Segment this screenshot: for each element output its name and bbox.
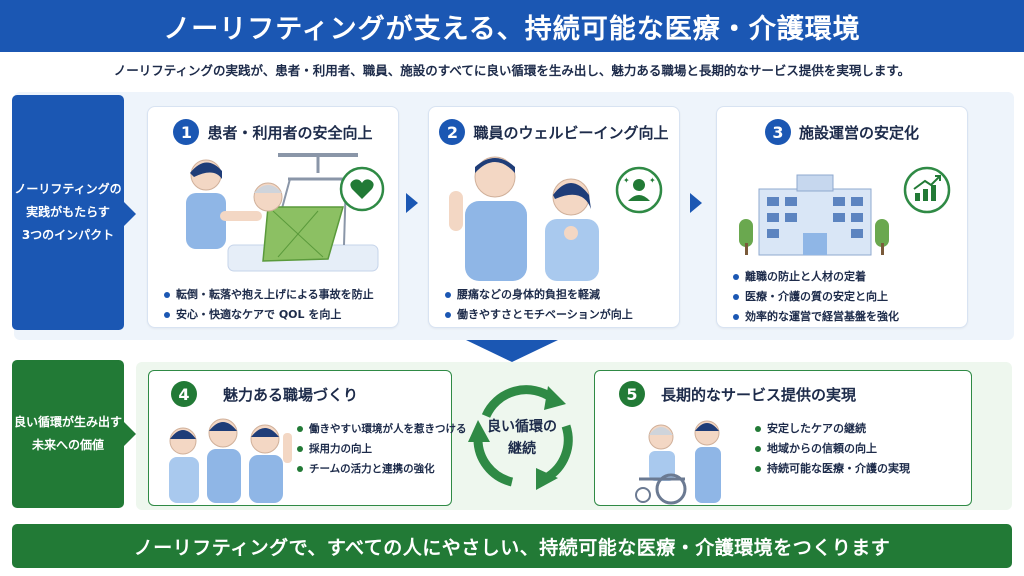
growth-chart-icon (903, 166, 951, 214)
card-bullets: 働きやすい環境が人を惹きつける 採用力の向上 チームの活力と連携の強化 (295, 419, 467, 479)
step-number-badge: 1 (173, 119, 200, 145)
impact-label-line3: 3つのインパクト (21, 227, 115, 242)
step-number-badge: 4 (171, 381, 197, 407)
card-header: 4 魅力ある職場づくり (149, 381, 451, 407)
impact-card-staff-wellbeing: 2 職員のウェルビーイング向上 ✦ ✦ 腰痛などの身体的負担を軽減 働きやすさと… (428, 106, 680, 328)
happy-staff-illustration (449, 156, 599, 281)
page-title: ノーリフティングが支える、持続可能な医療・介護環境 (0, 0, 1024, 52)
card-title: 患者・利用者の安全向上 (207, 123, 373, 142)
staff-team-illustration (169, 418, 292, 503)
impact-label-line2: 実践がもたらす (26, 205, 110, 220)
bullet-item: 地域からの信頼の向上 (753, 439, 910, 459)
bullet-item: 転倒・転落や抱え上げによる事故を防止 (162, 285, 374, 305)
card-title: 施設運営の安定化 (798, 123, 919, 142)
bullet-item: 腰痛などの身体的負担を軽減 (443, 285, 633, 305)
cycle-label-line2: 継続 (508, 441, 536, 457)
impact-label-line1: ノーリフティングの (14, 182, 122, 197)
svg-text:✦: ✦ (623, 176, 630, 185)
heart-icon (339, 166, 385, 212)
bullet-item: 働きやすい環境が人を惹きつける (295, 419, 467, 439)
page-subtitle: ノーリフティングの実践が、患者・利用者、職員、施設のすべてに良い循環を生み出し、… (113, 63, 911, 78)
bullet-item: 安心・快適なケアで QOL を向上 (162, 305, 374, 325)
step-number-badge: 2 (439, 119, 466, 145)
card-bullets: 安定したケアの継続 地域からの信頼の向上 持続可能な医療・介護の実現 (753, 419, 910, 479)
value-card-long-term-service: 5 長期的なサービス提供の実現 安定したケアの継続 地域からの信頼の向上 持続可… (594, 370, 972, 506)
cycle-label-line1: 良い循環の (487, 419, 557, 435)
svg-text:✦: ✦ (649, 176, 656, 185)
value-label: 良い循環が生み出す 未来への価値 (12, 360, 124, 508)
impact-card-patient-safety: 1 患者・利用者の安全向上 転倒・転落や抱え上げによる事故を防止 安心・快適なケ… (147, 106, 399, 328)
value-label-line1: 良い循環が生み出す (13, 415, 122, 430)
footer-message: ノーリフティングで、すべての人にやさしい、持続可能な医療・介護環境をつくります (12, 524, 1012, 568)
arrow-right-icon (406, 193, 418, 213)
impact-label-pointer (124, 202, 136, 226)
bullet-item: 採用力の向上 (295, 439, 467, 459)
cycle-label: 良い循環の 継続 (466, 416, 578, 460)
bullet-item: 働きやすさとモチベーションが向上 (443, 305, 633, 325)
step-number-badge: 5 (619, 381, 645, 407)
card-header: 5 長期的なサービス提供の実現 (595, 381, 971, 407)
patient-lift-illustration (168, 149, 383, 279)
card-bullets: 離職の防止と人材の定着 医療・介護の質の安定と向上 効率的な運営で経営基盤を強化 (731, 267, 899, 327)
card-header: 1 患者・利用者の安全向上 (148, 119, 398, 145)
value-label-pointer (124, 422, 136, 446)
value-card-attractive-workplace: 4 魅力ある職場づくり 働きやすい環境が人を惹きつける 採用力の向上 チームの活… (148, 370, 467, 506)
value-label-line2: 未来への価値 (31, 438, 104, 452)
bullet-item: 医療・介護の質の安定と向上 (731, 287, 899, 307)
card-title: 長期的なサービス提供の実現 (661, 385, 857, 404)
card-title: 職員のウェルビーイング向上 (473, 123, 669, 142)
card-bullets: 腰痛などの身体的負担を軽減 働きやすさとモチベーションが向上 (443, 285, 633, 325)
step-number-badge: 3 (764, 119, 791, 145)
bullet-item: 持続可能な医療・介護の実現 (753, 459, 910, 479)
card-header: 2 職員のウェルビーイング向上 (429, 119, 679, 145)
impact-label: ノーリフティングの 実践がもたらす 3つのインパクト (12, 95, 124, 330)
impact-card-facility-stability: 3 施設運営の安定化 離職の防止と人材の定着 医療・介護の質の安定と向上 効率的… (716, 106, 968, 328)
bullet-item: 安定したケアの継続 (753, 419, 910, 439)
arrow-down-icon (466, 340, 558, 362)
wheelchair-care-illustration (635, 420, 721, 505)
bullet-item: チームの活力と連携の強化 (295, 459, 467, 479)
bullet-item: 効率的な運営で経営基盤を強化 (731, 307, 899, 327)
bullet-item: 離職の防止と人材の定着 (731, 267, 899, 287)
arrow-right-icon (690, 193, 702, 213)
card-bullets: 転倒・転落や抱え上げによる事故を防止 安心・快適なケアで QOL を向上 (162, 285, 374, 325)
card-title: 魅力ある職場づくり (223, 385, 359, 404)
card-header: 3 施設運営の安定化 (717, 119, 967, 145)
person-sparkle-icon: ✦ ✦ (615, 166, 663, 214)
cycle-arrows-icon (468, 385, 573, 490)
hospital-building-illustration (739, 174, 889, 256)
